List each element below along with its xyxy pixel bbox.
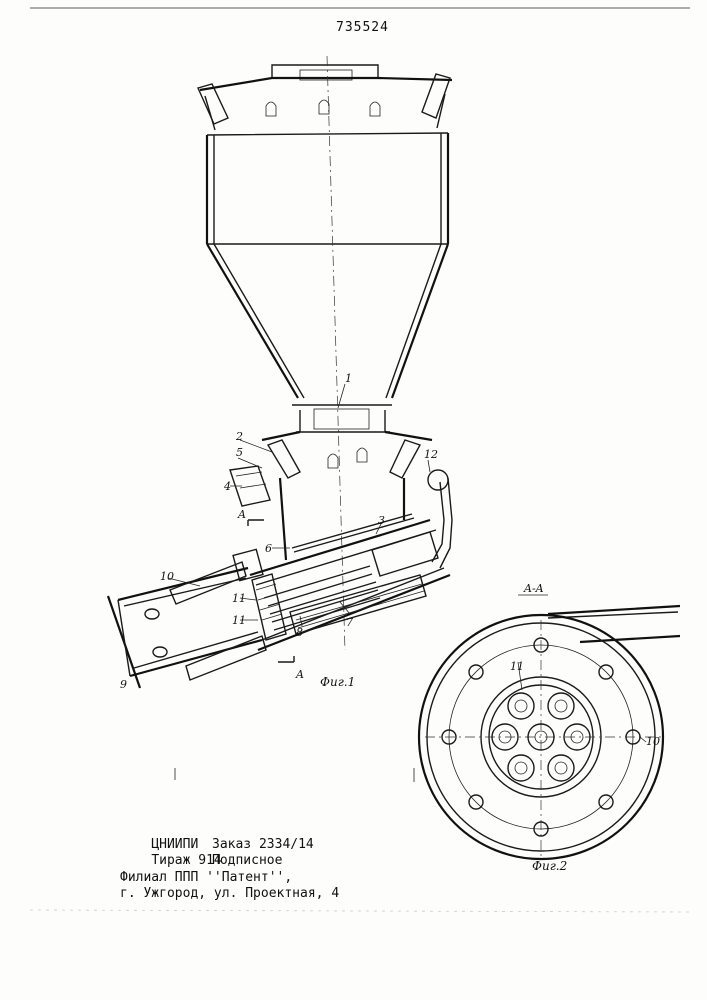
nozzle-mouth <box>118 600 130 676</box>
tube-bore <box>515 700 527 712</box>
tube <box>508 693 534 719</box>
discharge-valve <box>314 409 369 429</box>
label-7: 7 <box>346 616 353 629</box>
section-label-a-lower: A <box>295 668 304 681</box>
label-4: 4 <box>223 480 231 493</box>
label-8: 8 <box>296 626 303 639</box>
figure-2-drawing <box>419 595 680 859</box>
cylinder-bands <box>207 133 448 244</box>
partition-3 <box>292 514 414 552</box>
label-11-lower: 11 <box>232 614 246 627</box>
chamber-right-nozzle <box>390 440 420 478</box>
label-10: 10 <box>160 570 174 583</box>
label-12: 12 <box>424 448 438 461</box>
label-6: 6 <box>265 542 272 555</box>
burner-housing <box>250 520 450 650</box>
nozzle-hole-upper <box>145 609 159 619</box>
chamber-bumps <box>328 448 367 468</box>
pipe-12-section <box>428 470 448 490</box>
right-pipe <box>440 478 452 568</box>
roof-bumps <box>266 100 380 116</box>
nozzle-hole-lower <box>153 647 167 657</box>
fig2-label-11: 11 <box>510 660 524 673</box>
cone-inner-walls <box>214 244 441 398</box>
rear-cylinder <box>372 532 438 576</box>
burner-tubes <box>264 566 380 630</box>
footer-subscription: Подписное <box>212 853 282 868</box>
tube <box>508 755 534 781</box>
figure-2-section-title: A-A <box>523 582 544 595</box>
label-1: 1 <box>345 372 352 385</box>
fig2-leader-lines <box>518 662 646 742</box>
footer-address: г. Ужгород, ул. Проектная, 4 <box>120 886 339 901</box>
label-3: 3 <box>378 514 385 527</box>
tube <box>548 755 574 781</box>
cone-walls <box>207 244 448 398</box>
cylinder-inner-walls <box>214 133 441 244</box>
cassette-7-lines <box>296 584 424 628</box>
tube-bore <box>555 700 567 712</box>
section-mark-upper <box>248 520 264 526</box>
tube-bore <box>555 762 567 774</box>
scan-artifact-line <box>30 910 690 912</box>
footer-branch: Филиал ППП ''Патент'', <box>120 870 292 885</box>
chamber-roof <box>262 432 432 440</box>
figure-2-caption: Фиг.2 <box>532 859 567 873</box>
top-inlet <box>272 65 378 78</box>
fig2-label-10: 10 <box>646 735 660 748</box>
hopper-roof-edges <box>205 94 445 130</box>
upper-box <box>233 549 263 580</box>
section-mark-lower <box>278 656 294 662</box>
cylinder-walls <box>207 133 448 244</box>
label-5: 5 <box>236 446 243 459</box>
figure-1-caption: Фиг.1 <box>320 675 355 689</box>
tangential-inlet-pipe <box>548 606 680 642</box>
footer-order: Заказ 2334/14 <box>212 837 314 852</box>
tube-bore <box>515 762 527 774</box>
right-pipe-inner <box>432 482 444 562</box>
figure-1-drawing <box>108 56 452 688</box>
label-9: 9 <box>120 678 127 691</box>
label-11-upper: 11 <box>232 592 246 605</box>
label-2: 2 <box>235 430 243 443</box>
chamber-left-nozzle <box>268 440 300 478</box>
tube <box>548 693 574 719</box>
section-label-a-upper: A <box>237 508 246 521</box>
